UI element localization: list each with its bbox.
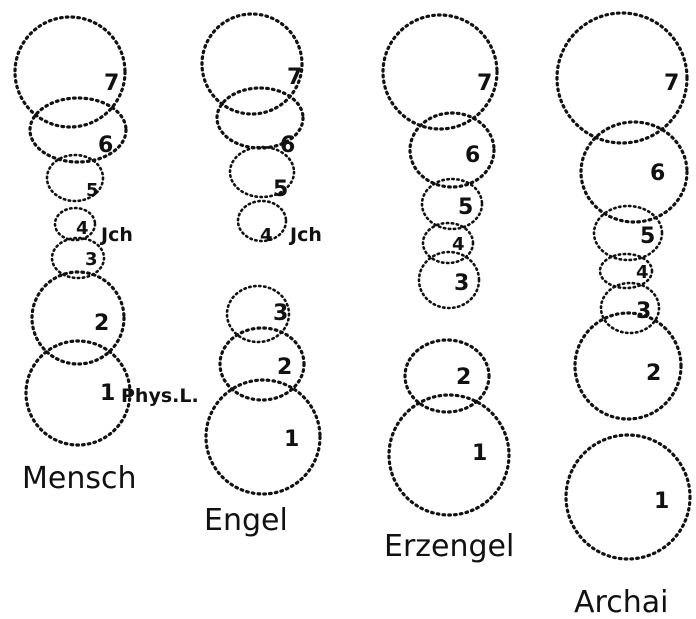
erzengel-label-1: 1 bbox=[472, 441, 487, 466]
erzengel-label-7: 7 bbox=[477, 71, 492, 96]
archai-label-6: 6 bbox=[650, 161, 665, 186]
engel-ring-7 bbox=[202, 14, 302, 114]
erzengel-label-5: 5 bbox=[458, 195, 473, 220]
mensch-caption: Mensch bbox=[22, 461, 137, 496]
figure-erzengel: 7 6 5 4 3 2 1 Erzengel bbox=[383, 15, 514, 564]
erzengel-ring-6 bbox=[410, 113, 494, 187]
engel-label-6: 6 bbox=[280, 133, 295, 158]
mensch-label-1: 1 bbox=[100, 381, 115, 406]
archai-label-5: 5 bbox=[640, 224, 655, 249]
archai-ring-1 bbox=[566, 435, 690, 559]
archai-label-3: 3 bbox=[636, 299, 651, 324]
erzengel-ring-2 bbox=[405, 340, 489, 412]
archai-ring-2 bbox=[575, 313, 681, 419]
mensch-label-4: 4 bbox=[76, 218, 89, 239]
erzengel-label-3: 3 bbox=[454, 271, 469, 296]
erzengel-label-4: 4 bbox=[452, 234, 465, 255]
mensch-label-7: 7 bbox=[104, 71, 119, 96]
archai-label-1: 1 bbox=[654, 489, 669, 514]
erzengel-caption: Erzengel bbox=[384, 529, 514, 564]
engel-caption: Engel bbox=[204, 503, 288, 538]
archai-caption: Archai bbox=[574, 585, 668, 619]
erzengel-label-2: 2 bbox=[456, 365, 471, 390]
archai-label-7: 7 bbox=[664, 71, 679, 96]
engel-label-3: 3 bbox=[273, 301, 288, 326]
engel-label-5: 5 bbox=[273, 177, 288, 202]
mensch-note-phys-leib: Phys.L. bbox=[121, 385, 199, 407]
engel-label-2: 2 bbox=[277, 355, 292, 380]
engel-note-ich: Jch bbox=[288, 224, 322, 246]
engel-ring-1 bbox=[206, 380, 320, 494]
figure-engel: 7 6 5 4 3 2 1 Jch Engel bbox=[202, 14, 322, 538]
mensch-label-5: 5 bbox=[86, 180, 99, 201]
mensch-label-6: 6 bbox=[98, 133, 113, 158]
erzengel-label-6: 6 bbox=[465, 143, 480, 168]
mensch-label-2: 2 bbox=[94, 311, 109, 336]
archai-label-2: 2 bbox=[646, 361, 661, 386]
archai-label-4: 4 bbox=[636, 262, 649, 283]
engel-label-4: 4 bbox=[260, 225, 273, 246]
mensch-label-3: 3 bbox=[85, 249, 98, 270]
figure-archai: 7 6 5 4 3 2 1 Archai bbox=[557, 13, 690, 619]
erzengel-ring-3 bbox=[419, 252, 479, 308]
mensch-ring-4 bbox=[55, 208, 95, 240]
mensch-note-ich: Jch bbox=[99, 224, 133, 246]
engel-label-1: 1 bbox=[284, 427, 299, 452]
figure-mensch: 7 6 5 4 3 2 1 Jch Phys.L. Mensch bbox=[15, 17, 199, 496]
engel-label-7: 7 bbox=[287, 65, 302, 90]
